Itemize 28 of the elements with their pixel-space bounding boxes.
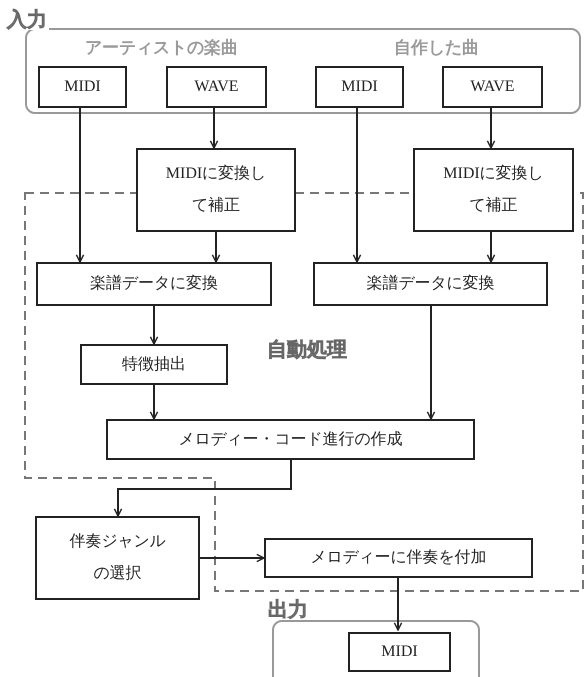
arrow	[200, 554, 265, 562]
box-label: MIDIに変換して補正	[442, 164, 545, 216]
box-label: MIDIに変換して補正	[164, 164, 268, 216]
arrow	[150, 306, 158, 345]
arrow	[114, 460, 292, 517]
box-label: WAVE	[470, 77, 515, 97]
group-heading: アーティストの楽曲	[85, 37, 238, 59]
arrow	[486, 106, 496, 149]
box-label: メロディーに伴奏を付加	[310, 548, 486, 568]
box-label: MIDI	[381, 642, 418, 662]
box-label: MIDI	[64, 77, 101, 97]
arrow	[210, 106, 218, 149]
arrow	[426, 306, 436, 420]
box-label: 特徴抽出	[122, 354, 186, 374]
box-label: メロディー・コード進行の作成	[178, 430, 402, 450]
arrow	[486, 232, 496, 263]
arrow	[76, 106, 84, 263]
box-label: MIDI	[341, 77, 378, 97]
box-label: 楽譜データに変換	[90, 274, 218, 294]
section-title: 入力	[5, 8, 49, 30]
box-label: 楽譜データに変換	[366, 274, 494, 294]
box-label: WAVE	[194, 77, 239, 97]
arrow	[394, 578, 402, 631]
arrow	[352, 106, 362, 263]
arrow	[150, 385, 158, 420]
group-heading: 自作した曲	[394, 37, 479, 59]
box-label: 伴奏ジャンルの選択	[68, 532, 166, 584]
arrow	[212, 232, 220, 263]
